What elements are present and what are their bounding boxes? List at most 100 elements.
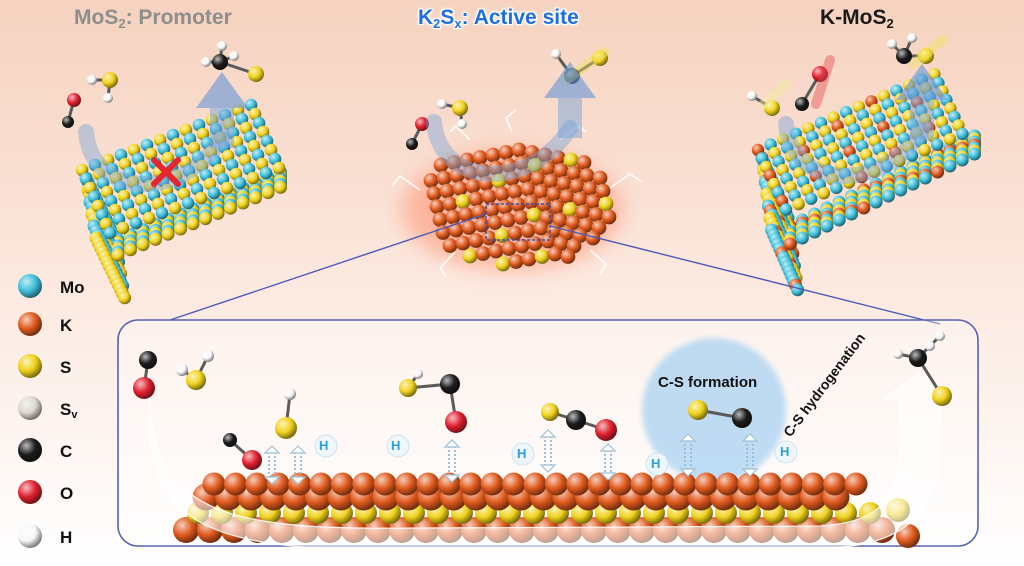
atom [524, 145, 540, 160]
atom [429, 199, 445, 214]
double-arrow-icon [599, 443, 617, 481]
atom [288, 472, 312, 496]
atom [497, 199, 513, 215]
atom [732, 408, 752, 428]
atom [139, 351, 157, 369]
atom [537, 147, 553, 163]
atom [487, 215, 503, 230]
atom [174, 222, 187, 236]
mos2-slab [75, 98, 287, 305]
sh-species [275, 388, 297, 439]
ch3sh-molecule-right [887, 33, 934, 64]
hydrogen-label-3: H [517, 446, 527, 461]
atom [887, 39, 897, 49]
atom [521, 251, 537, 267]
atom [795, 231, 809, 245]
legend-atom-h [18, 524, 42, 548]
atom [495, 256, 511, 272]
atom [526, 207, 542, 223]
co-molecule-adsorbed [223, 433, 262, 470]
atom [541, 403, 559, 421]
atom [918, 48, 934, 64]
atom [609, 472, 633, 496]
atom [533, 220, 549, 236]
atom [176, 364, 188, 376]
legend-atom-s [18, 354, 42, 378]
spark-icon [449, 124, 471, 141]
atom [508, 254, 524, 269]
atom [462, 165, 478, 181]
atom [523, 194, 539, 210]
atom [791, 283, 805, 297]
atom [747, 91, 757, 101]
atom [527, 158, 543, 173]
atom [894, 183, 908, 197]
atom [801, 472, 825, 496]
atom [909, 349, 927, 367]
atom [186, 370, 206, 390]
atom [468, 191, 484, 207]
atom [575, 204, 591, 220]
motion-streak [909, 35, 947, 69]
atom [758, 472, 782, 496]
atom [560, 249, 576, 264]
atom [475, 163, 491, 178]
atom [481, 189, 497, 204]
atom [955, 153, 969, 167]
double-arrow-icon [443, 439, 461, 483]
atom [968, 147, 981, 161]
atom [181, 196, 195, 210]
atom [435, 225, 451, 240]
atom [229, 51, 239, 61]
cs-species [688, 400, 752, 428]
legend [18, 274, 42, 548]
up-arrow-icon [896, 64, 948, 100]
atom [62, 116, 74, 128]
atom [918, 143, 931, 157]
atom [436, 170, 452, 186]
hydrogen-chip [386, 434, 410, 458]
atom [500, 212, 516, 228]
atom [579, 168, 595, 183]
atom [520, 223, 536, 238]
atom [795, 97, 809, 111]
atom [439, 183, 455, 199]
atom [550, 150, 566, 165]
atom [569, 178, 585, 194]
atom [498, 145, 514, 160]
atom [830, 181, 843, 195]
atom [592, 170, 608, 186]
k-mos2-slab [751, 68, 981, 297]
atom [471, 204, 487, 220]
atom [103, 226, 117, 240]
flow-arrow-right [778, 64, 948, 184]
atom [855, 170, 868, 184]
atom [932, 386, 952, 406]
co-molecule-left [62, 93, 81, 128]
legend-label-s: S [60, 358, 72, 377]
atom [630, 472, 654, 496]
hcos-intermediate [399, 369, 467, 433]
legend-atom-c [18, 438, 42, 462]
atom [416, 472, 440, 496]
atom [309, 472, 333, 496]
atom [880, 160, 893, 173]
atom [576, 155, 592, 170]
atom [832, 213, 846, 227]
spark-icon [609, 173, 643, 189]
atom [220, 181, 234, 195]
atom [501, 158, 517, 173]
atom [445, 209, 461, 225]
atom [484, 202, 500, 217]
atom [764, 100, 780, 116]
atom [399, 379, 417, 397]
atom [465, 178, 481, 194]
atom [502, 472, 526, 496]
atom [480, 472, 504, 496]
atom [504, 171, 520, 186]
atom [566, 410, 586, 430]
h2s-molecule-right [747, 91, 780, 116]
atom [491, 173, 507, 189]
double-arrow-icon [263, 445, 281, 485]
